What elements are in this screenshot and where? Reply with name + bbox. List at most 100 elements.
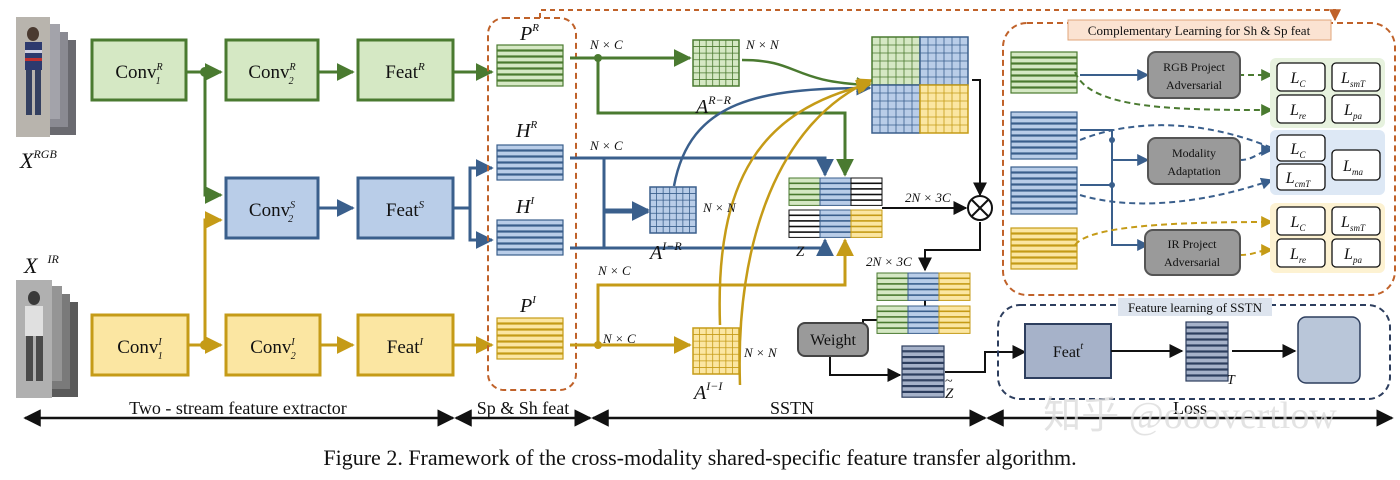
feature-stacks [496,44,564,360]
svg-text:RGB Project: RGB Project [1163,60,1225,74]
loss-c-blue: LC [1276,134,1326,162]
nxn-label-ii: N × N [743,345,778,360]
weight-box: Weight [797,322,869,357]
loss-c-green: LC [1276,62,1326,92]
section-label-sstn: SSTN [770,398,814,418]
nxc-label-hi: N × C [597,263,631,278]
rgb-input-stack [16,17,76,137]
modality-adaptation-box: Modality Adaptation [1147,137,1241,185]
complementary-feature-stacks [1010,51,1078,270]
svg-text:FeatI: FeatI [387,336,425,358]
affinity-matrices [649,36,1229,398]
svg-text:Lpa: Lpa [1343,102,1362,121]
loss-re-yellow: Lre [1276,238,1326,268]
product-matrix-bottom [876,305,971,334]
h-r-stack [496,144,564,181]
svg-text:Lre: Lre [1289,102,1306,121]
affinity-quad-green [871,36,921,86]
comp-blue-stack-2 [1010,166,1078,215]
sstn-connections [570,49,1027,386]
multiply-icon [967,195,993,221]
product-matrix-top [876,272,971,301]
figure-caption: Figure 2. Framework of the cross-modalit… [323,445,1076,470]
svg-text:LsmT: LsmT [1340,70,1366,89]
affinity-quad-blue-2 [871,84,921,134]
comp-green-stack [1010,51,1078,94]
svg-text:Lpa: Lpa [1343,246,1362,265]
dims-label-mid: 2N × 3C [866,254,912,269]
svg-text:Weight: Weight [810,332,856,349]
z-label: Z [796,244,805,260]
loss-cmt-blue: LcmT [1276,163,1326,191]
feat-i-box: FeatI [356,313,455,377]
a-ii-matrix [692,327,740,375]
a-rr-matrix [692,39,740,87]
section-label-spsh: Sp & Sh feat [477,398,570,418]
svg-text:LC: LC [1290,214,1307,233]
feat-t-box: Featt [1024,323,1112,379]
loss-ma-blue: Lma [1331,149,1381,181]
comp-blue-stack-1 [1010,111,1078,160]
nxc-label-top: N × C [589,37,623,52]
svg-text:Adaptation: Adaptation [1167,164,1220,178]
p-i-stack [496,317,564,360]
rgb-project-adversarial-box: RGB Project Adversarial [1147,51,1241,99]
p-r-stack [496,44,564,87]
affinity-quad-yellow [919,84,969,134]
extractor-arrows [186,63,494,354]
nxn-label-rr: N × N [745,37,780,52]
complementary-title-bg [1067,19,1332,41]
comp-yellow-stack [1010,227,1078,270]
sstn-feature-title-bg [1118,298,1272,316]
svg-text:Lre: Lre [1289,246,1306,265]
sstn-feature-title: Feature learning of SSTN [1128,300,1263,315]
svg-text:Featt: Featt [1053,341,1084,361]
svg-text:IR Project: IR Project [1168,237,1218,251]
loss-smt-yellow: LsmT [1331,206,1381,236]
p-r-label: PR [519,22,539,45]
a-ir-label: AI−R [648,239,682,264]
ir-input-stack [16,280,78,398]
z-matrix-bottom [788,209,883,238]
complementary-connections [1074,69,1274,257]
section-label-loss: Loss [1173,398,1207,418]
svg-text:LC: LC [1290,141,1307,160]
z-tilde-label: Z [945,386,954,402]
dims-label-top: 2N × 3C [905,190,951,205]
svg-text:LcmT: LcmT [1285,170,1311,189]
complementary-title: Complementary Learning for Sh & Sp feat [1088,23,1311,38]
p-i-label: PI [519,294,537,317]
h-r-label: HR [515,119,537,142]
t-stack [1185,321,1229,382]
loss-re-green: Lre [1276,94,1326,124]
sstn-loss-panel [1297,316,1361,384]
svg-text:LC: LC [1290,70,1307,89]
svg-text:Lma: Lma [1342,158,1363,177]
feat-s-box: FeatS [356,176,455,240]
h-i-stack [496,219,564,256]
loss-c-yellow: LC [1276,206,1326,236]
section-label-extractor: Two - stream feature extractor [129,398,347,418]
svg-text:Modality: Modality [1172,146,1216,160]
svg-text:LsmT: LsmT [1340,214,1366,233]
nxn-label-ir: N × N [702,200,737,215]
rgb-input-label: XRGB [19,147,57,173]
loss-pa-green: Lpa [1331,94,1381,124]
sp-sh-feat-group [487,17,577,391]
t-label: T [1227,373,1236,388]
svg-text:Adversarial: Adversarial [1164,255,1221,269]
a-rr-label: AR−R [694,93,732,118]
svg-text:FeatR: FeatR [385,61,425,83]
ir-project-adversarial-box: IR Project Adversarial [1144,229,1241,276]
